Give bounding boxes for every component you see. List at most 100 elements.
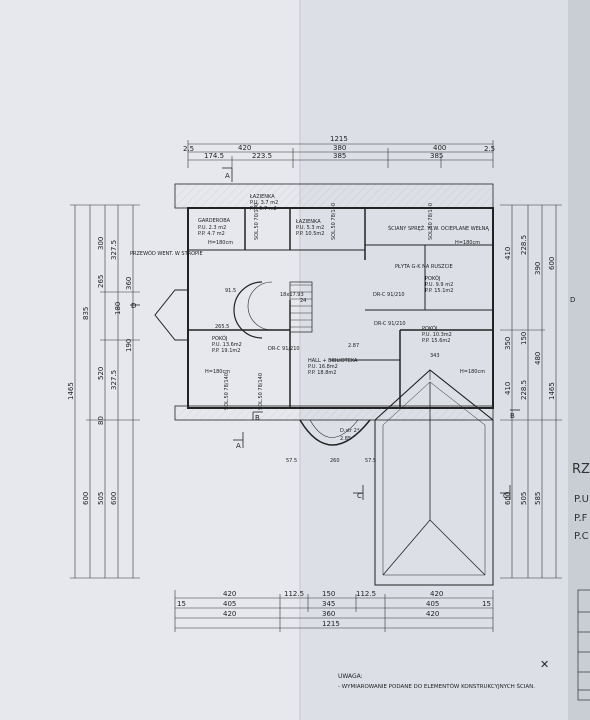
bottom-dimensions — [174, 590, 494, 632]
dim-top-420: 420 — [238, 144, 251, 152]
paper-edge-shadow — [568, 0, 590, 720]
dim-top-385-b: 385 — [430, 152, 443, 160]
dim-bot-150: 150 — [322, 590, 335, 598]
dim-top-380: 380 — [333, 144, 346, 152]
label-stairs: 18x17.93 — [280, 292, 304, 298]
section-d-right: D — [570, 296, 575, 304]
label-d6: 2.85 — [340, 436, 351, 442]
dim-bot-405-b: 405 — [426, 600, 439, 608]
dim-bot-420-a: 420 — [223, 590, 236, 598]
dim-left-327-a: 327.5 — [110, 240, 118, 260]
dim-top-small-1: 2.5 — [183, 145, 194, 153]
room-name: HALL + BIBLIOTEKA — [308, 358, 358, 364]
dim-right-total: 1465 — [548, 382, 556, 400]
label-note-plyta: PŁYTA G-K NA RUSZCIE — [395, 264, 453, 270]
label-d2: 265.5 — [215, 324, 229, 330]
label-h180-a: H=180cm — [208, 240, 233, 246]
section-a-top: A — [225, 172, 230, 180]
section-marks — [130, 167, 520, 500]
dim-right-228-a: 228.5 — [520, 235, 528, 255]
room-pp: P.P. 5.7 m2 — [250, 206, 277, 212]
dim-bot-total: 1215 — [322, 620, 340, 628]
label-d4: 343 — [430, 353, 440, 359]
stair-treads — [289, 281, 313, 333]
room-hall: HALL + BIBLIOTEKA P.U. 16.8m2 P.P. 18.8m… — [308, 358, 358, 376]
dim-left-600-b: 600 — [110, 492, 118, 505]
title-fragment-pf: P.F — [574, 513, 588, 524]
dim-top-400: 400 — [433, 144, 446, 152]
label-h180-c: H=180cm — [205, 369, 230, 375]
dim-bot-345: 345 — [322, 600, 335, 608]
room-pokoj-w: POKÓJ P.U. 13.6m2 P.P. 19.1m2 — [212, 335, 242, 354]
section-b-left: B — [255, 414, 260, 422]
dim-right-505: 505 — [520, 492, 528, 505]
dim-bot-small-1: 15 — [177, 600, 186, 608]
dim-left-520: 520 — [97, 367, 105, 380]
dim-right-228-b: 228.5 — [520, 380, 528, 400]
dim-left-180: 180 — [114, 302, 122, 315]
label-stairs-count: 24 — [300, 298, 306, 304]
dim-right-600-a: 600 — [504, 492, 512, 505]
dim-top-total: 1215 — [330, 135, 348, 143]
dim-bot-112-b: 112.5 — [356, 590, 376, 598]
dim-left-505: 505 — [97, 492, 105, 505]
room-lazienka-1: ŁAZIENKA P.U. 3.7 m2 P.P. 5.7 m2 — [249, 194, 278, 212]
dim-bot-112-a: 112.5 — [284, 590, 304, 598]
label-sol-5: SOL.50 78/140 — [224, 373, 230, 410]
section-c-right: C — [503, 492, 508, 500]
room-pu: P.U. 13.6m2 — [212, 342, 242, 348]
label-sol-2: SOL.50 78/140 — [331, 203, 337, 240]
room-pu: P.U. 10.3m2 — [422, 332, 452, 338]
room-garderoba: GARDEROBA P.U. 2.3 m2 P.P. 4.7 m2 — [198, 218, 231, 237]
dim-top-small-2: 2.5 — [484, 145, 495, 153]
label-dc2: DR-C 91/210 — [373, 292, 405, 298]
room-pp: P.P. 10.5m2 — [296, 231, 324, 237]
dim-bot-420-c: 420 — [223, 610, 236, 618]
dim-left-80: 80 — [97, 416, 105, 425]
label-sol-1: SOL.50 70/140 — [254, 203, 260, 240]
dim-left-265: 265 — [97, 275, 105, 288]
room-name: ŁAZIENKA — [295, 219, 321, 225]
close-mark-icon: ✕ — [540, 658, 549, 671]
room-pu: P.U. 3.7 m2 — [250, 200, 278, 206]
dim-right-410-a: 410 — [504, 247, 512, 260]
dim-right-150: 150 — [520, 332, 528, 345]
dim-right-350: 350 — [504, 337, 512, 350]
room-pp: P.P. 4.7 m2 — [198, 231, 225, 237]
label-d7: 260 — [330, 458, 340, 464]
dim-bot-420-d: 420 — [426, 610, 439, 618]
room-name: GARDEROBA — [198, 218, 231, 224]
dim-right-390: 390 — [534, 262, 542, 275]
label-dc1: DR-C 91/210 — [268, 346, 300, 352]
paper-fold-left — [0, 0, 300, 720]
dim-right-585: 585 — [534, 492, 542, 505]
room-pu: P.U. 16.8m2 — [308, 364, 338, 370]
dim-left-300: 300 — [97, 237, 105, 250]
dim-bot-405-a: 405 — [223, 600, 236, 608]
lower-roof — [374, 369, 494, 586]
label-sol-3: SOL.50 78/140 — [428, 203, 434, 240]
room-pp: P.P. 15.6m2 — [422, 338, 450, 344]
room-name: POKÓJ — [422, 325, 437, 332]
label-d8: 57.5 — [286, 458, 297, 464]
dim-top-385-a: 385 — [333, 152, 346, 160]
dim-top-174-5: 174.5 — [204, 152, 224, 160]
dim-left-360: 360 — [125, 277, 133, 290]
label-dstrych: D.str 2* — [340, 428, 360, 434]
dim-right-600-b: 600 — [548, 257, 556, 270]
dim-top-223-5: 223.5 — [252, 152, 272, 160]
label-d5: 2.87 — [348, 343, 359, 349]
dim-left-total: 1465 — [67, 382, 75, 400]
room-name: ŁAZIENKA — [249, 194, 275, 200]
right-dimensions — [500, 204, 562, 579]
room-pp: P.P. 19.1m2 — [212, 348, 240, 354]
title-fragment-pu: P.U — [574, 494, 589, 505]
dim-left-327-b: 327.5 — [110, 370, 118, 390]
section-c-left: C — [357, 492, 362, 500]
room-pp: P.P. 18.8m2 — [308, 370, 336, 376]
room-name: POKÓJ — [425, 275, 440, 282]
dim-right-480: 480 — [534, 352, 542, 365]
top-dimensions — [187, 140, 494, 168]
room-pu: P.U. 9.9 m2 — [425, 282, 453, 288]
